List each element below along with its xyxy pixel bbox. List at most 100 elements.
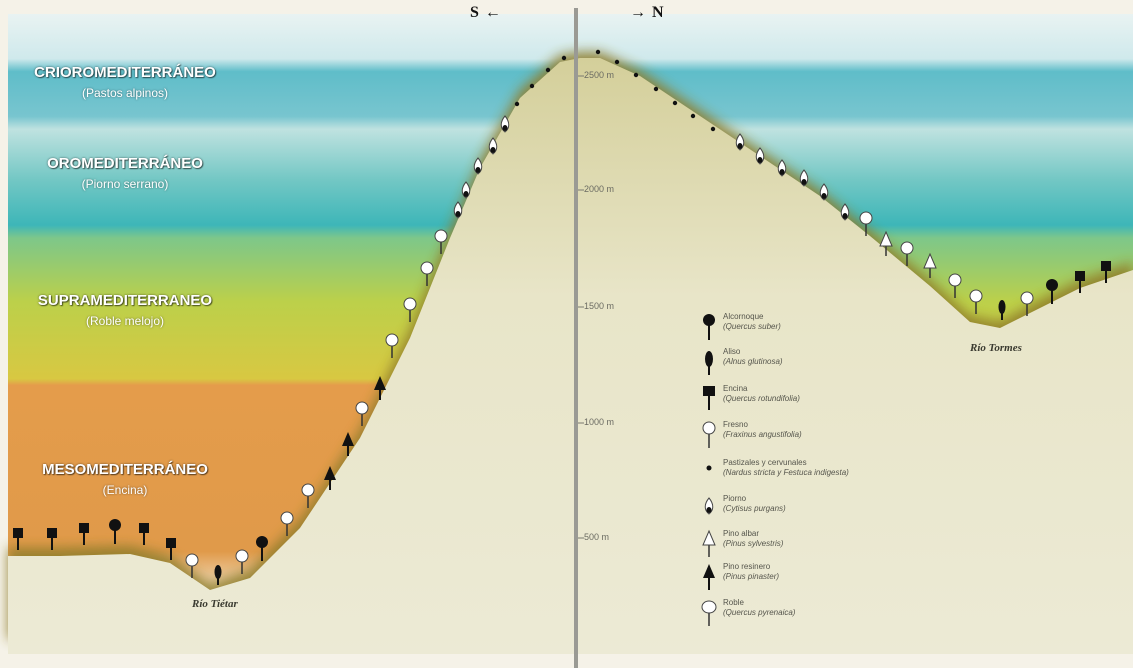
grass-dot-icon [690,113,696,119]
shrub-icon [840,203,850,221]
oak-tree-icon [185,553,199,578]
altitude-label-2000: 2000 m [584,184,615,194]
oak-tree-icon [701,600,717,626]
square-dark-tree-icon [47,528,57,550]
oak-tree-icon [403,297,417,322]
oak-tree-icon [301,483,315,508]
north-label: N [652,4,665,21]
oak-tree-icon [420,261,434,286]
arrow-right-icon: → [630,4,647,21]
narrow-dark-tree-icon [998,300,1006,320]
zone-crioromediterraneo-vegetation: (Pastos alpinos) [81,86,169,100]
page-fold [574,8,578,668]
grass-dot-icon [595,49,601,55]
legend-item-pastizales: Pastizales y cervunales (Nardus stricta … [697,458,937,488]
dark-conifer-icon [703,564,715,590]
oak-tree-icon [385,333,399,358]
grass-dot-icon [561,55,567,61]
oak-tree-icon [355,401,369,426]
legend-item-alcornoque: Alcornoque (Quercus suber) [697,312,937,342]
oak-tree-icon [948,273,962,298]
legend-name: Alcornoque [723,312,764,321]
shrub-icon [461,181,471,199]
round-light-tree-icon [702,421,716,448]
legend-name: Roble [723,598,744,607]
legend-scientific-name: (Quercus rotundifolia) [723,394,800,403]
legend-scientific-name: (Fraxinus angustifolia) [723,430,802,439]
river-tormes-label: Río Tormes [970,342,1022,354]
legend-item-fresno: Fresno (Fraxinus angustifolia) [697,420,937,450]
oak-tree-icon [900,241,914,266]
shrub-icon [473,157,483,175]
grass-dot-icon [706,465,712,471]
river-tietar-label: Río Tiétar [192,598,238,610]
dark-conifer-icon [374,376,386,400]
altitude-scale [578,75,584,539]
grass-dot-icon [633,72,639,78]
shrub-icon [500,115,510,133]
legend-scientific-name: (Cytisus purgans) [723,504,786,513]
legend-name: Pino resinero [723,562,771,571]
square-dark-tree-icon [703,386,715,410]
oak-tree-icon [434,229,448,254]
legend-name: Pino albar [723,529,760,538]
legend-name: Aliso [723,347,741,356]
legend-item-encina: Encina (Quercus rotundifolia) [697,384,937,414]
legend-scientific-name: (Quercus pyrenaica) [723,608,796,617]
altitude-label-500: 500 m [584,532,610,542]
north-direction: → N [630,4,665,22]
shrub-icon [704,497,714,515]
grass-dot-icon [514,101,520,107]
shrub-icon [777,159,787,177]
legend-scientific-name: (Pinus pinaster) [723,572,780,581]
altitude-label-1000: 1000 m [584,417,615,427]
zone-oromediterraneo-title: OROMEDITERRÁNEO [47,155,203,172]
round-dark-tree-icon [109,519,121,544]
legend-item-pino-resinero: Pino resinero (Pinus pinaster) [697,562,937,592]
zone-mesomediterraneo-title: MESOMEDITERRÁNEO [42,461,208,478]
legend-item-piorno: Piorno (Cytisus purgans) [697,494,937,524]
legend-scientific-name: (Quercus suber) [723,322,781,331]
legend-scientific-name: (Nardus stricta y Festuca indigesta) [723,468,849,477]
narrow-dark-tree-icon [705,351,713,375]
legend-name: Fresno [723,420,748,429]
vegetation-markers [13,49,1111,585]
mountain-ground [8,58,1133,654]
round-dark-tree-icon [256,536,268,561]
zone-oromediterraneo-vegetation: (Piorno serrano) [81,177,169,191]
zone-crioromediterraneo-title: CRIOROMEDITERRÁNEO [34,64,216,81]
legend-item-aliso: Aliso (Alnus glutinosa) [697,347,937,377]
shrub-icon [755,147,765,165]
light-conifer-icon [923,252,937,278]
legend-item-roble: Roble (Quercus pyrenaica) [697,598,937,628]
light-conifer-icon [702,529,716,557]
legend-name: Pastizales y cervunales [723,458,807,467]
oak-tree-icon [235,549,249,574]
square-dark-tree-icon [79,523,89,545]
oak-tree-icon [969,289,983,314]
south-label: S [470,4,480,21]
shrub-icon [735,133,745,151]
legend-scientific-name: (Alnus glutinosa) [723,357,783,366]
zone-mesomediterraneo-vegetation: (Encina) [102,483,148,497]
south-direction: S ← [470,4,502,22]
grass-dot-icon [710,126,716,132]
shrub-icon [453,201,463,219]
grass-dot-icon [545,67,551,73]
altitude-label-1500: 1500 m [584,301,615,311]
narrow-dark-tree-icon [214,565,222,585]
square-dark-tree-icon [166,538,176,560]
arrow-left-icon: ← [484,4,502,21]
dark-conifer-icon [342,432,354,456]
square-dark-tree-icon [13,528,23,550]
oak-tree-icon [859,211,873,236]
legend-name: Piorno [723,494,747,503]
square-dark-tree-icon [1075,271,1085,293]
round-dark-tree-icon [1046,279,1058,304]
altitude-label-2500: 2500 m [584,70,615,80]
shrub-icon [488,137,498,155]
light-conifer-icon [879,230,893,256]
zone-supramediterraneo-vegetation: (Roble melojo) [85,314,165,328]
legend-scientific-name: (Pinus sylvestris) [723,539,784,548]
